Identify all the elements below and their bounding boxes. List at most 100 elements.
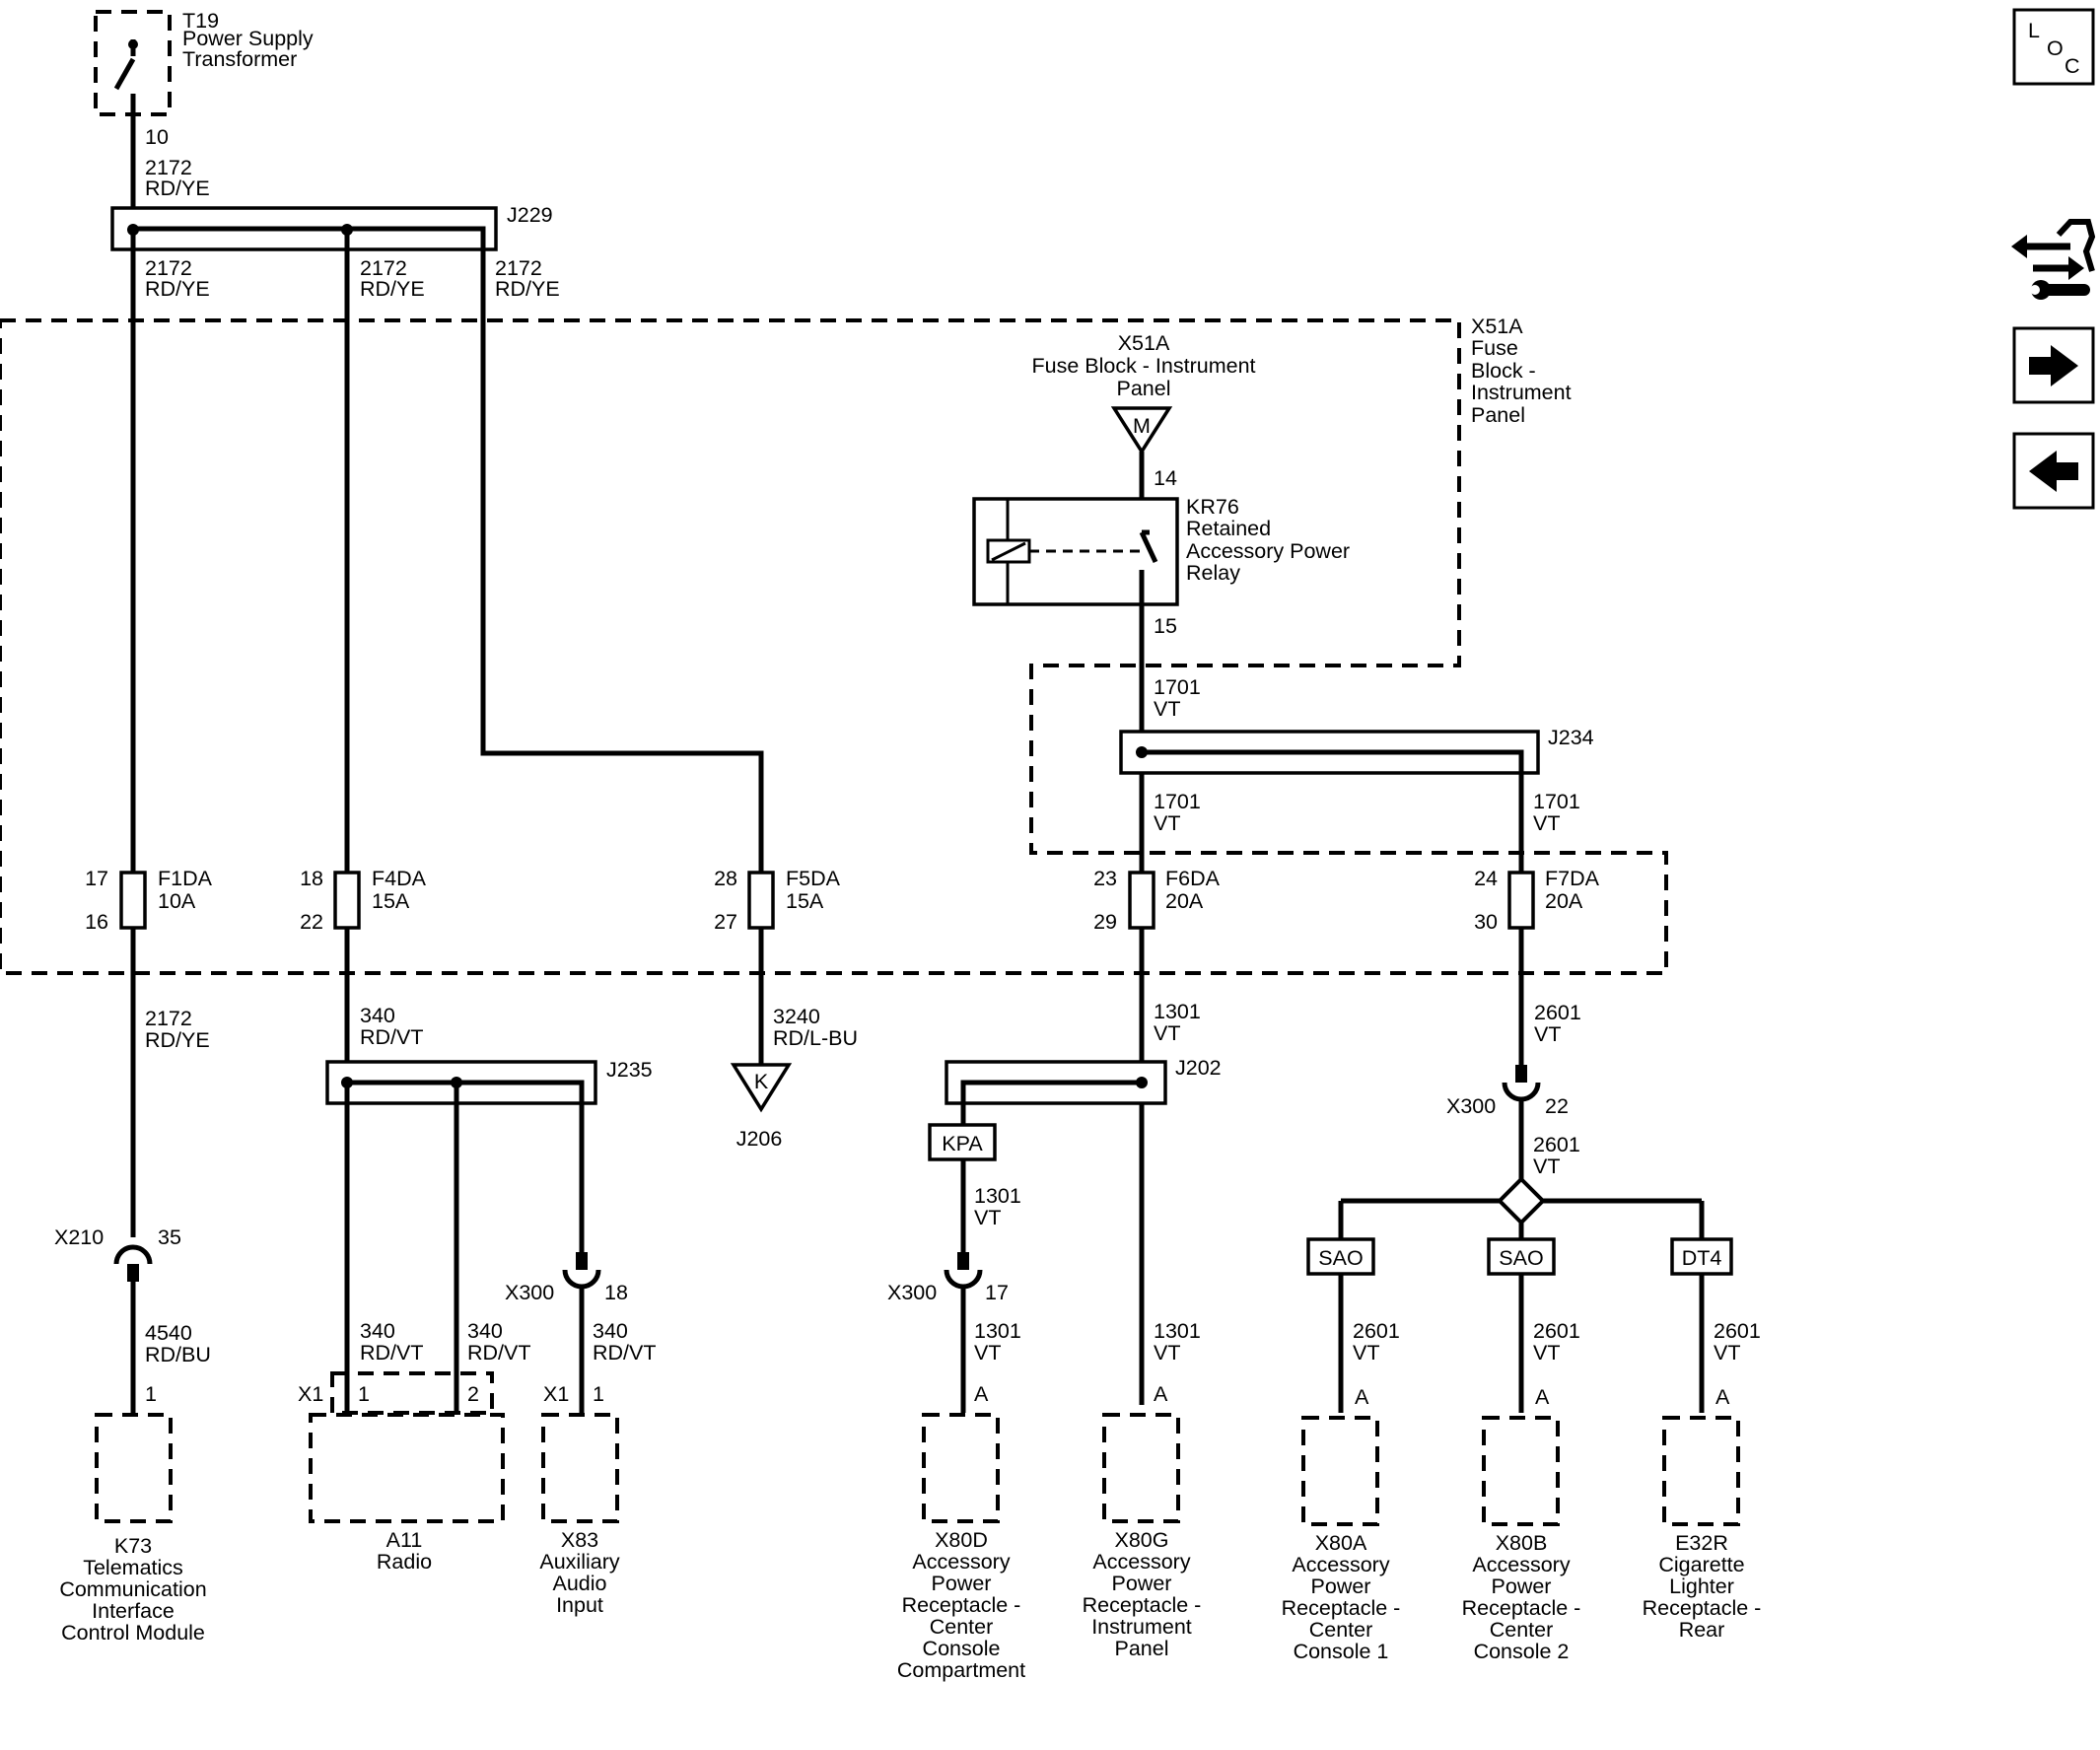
wire-top-circuit: 2172: [145, 156, 192, 179]
wrench-arrows-button[interactable]: [2011, 219, 2096, 300]
x51a-side-1: Fuse: [1471, 336, 1518, 360]
x300-rear-pin: 22: [1545, 1094, 1569, 1118]
x80a-pin: A: [1355, 1385, 1369, 1409]
kr76-ref: KR76: [1186, 495, 1239, 519]
fuse-f1da-pin-top: 17: [85, 867, 108, 890]
k73-pin: 1: [145, 1382, 157, 1406]
x80d-name-4: Receptacle -: [902, 1593, 1021, 1617]
x80a-name-6: Console 1: [1294, 1640, 1389, 1663]
x300-aux-pin: 18: [604, 1281, 628, 1304]
f5da-out-circuit: 3240: [773, 1005, 820, 1028]
fuse-f7da-amp: 20A: [1545, 889, 1583, 913]
j229-label: J229: [507, 203, 553, 227]
e32r-name-3: Lighter: [1669, 1575, 1734, 1598]
x210-pin: 35: [158, 1225, 181, 1249]
component-x80g: [1102, 1413, 1180, 1523]
x80b-name-5: Center: [1490, 1618, 1554, 1642]
component-x80d: [922, 1413, 1000, 1523]
next-button[interactable]: [2012, 326, 2095, 404]
fuse-f4da: 18 22 F4DA 15A: [300, 867, 427, 934]
x80b-wire-circuit: 2601: [1533, 1319, 1580, 1343]
connector-k-name: J206: [736, 1127, 783, 1151]
x80a-wire-color: VT: [1353, 1341, 1379, 1365]
j234-splice: J234: [1119, 726, 1594, 775]
inline-connector-x300-cc: X300 17: [887, 1252, 1009, 1304]
loc-l: L: [2028, 19, 2040, 42]
x51a-side-2: Block -: [1471, 359, 1536, 383]
e32r-name-5: Rear: [1679, 1618, 1725, 1642]
f1da-out-circuit: 2172: [145, 1007, 192, 1030]
inline-connector-x300-aux: X300 18: [505, 1252, 628, 1304]
x80d-wire-circuit: 1301: [974, 1319, 1021, 1343]
k73-name-1: K73: [114, 1534, 152, 1558]
x80a-wire-circuit: 2601: [1353, 1319, 1400, 1343]
kr76-pin-15: 15: [1154, 614, 1177, 638]
k73-name-2: Telematics: [83, 1556, 183, 1579]
connector-m-label: M: [1133, 414, 1151, 438]
fuse-f5da-pin-top: 28: [714, 867, 737, 890]
j234-wire1-color: VT: [1154, 811, 1180, 835]
x51a-side-ref: X51A: [1471, 315, 1523, 338]
f1da-out-color: RD/YE: [145, 1028, 210, 1052]
x80a-name-3: Power: [1311, 1575, 1371, 1598]
t19-label-1: Power Supply: [182, 27, 314, 50]
a11-pin-1: 1: [358, 1382, 370, 1406]
x51a-name2: Panel: [1117, 377, 1171, 400]
r22-wire-circuit: 2601: [1533, 1133, 1580, 1156]
x80g-wire-color: VT: [1154, 1341, 1180, 1365]
j235-label: J235: [606, 1058, 653, 1082]
j229-wire2-color: RD/YE: [360, 277, 425, 301]
fuse-f6da-pin-top: 23: [1093, 867, 1117, 890]
f7da-out-color: VT: [1534, 1022, 1561, 1046]
fuse-f5da-pin-bottom: 27: [714, 910, 737, 934]
a11-pin-2: 2: [467, 1382, 479, 1406]
r22-wire-color: VT: [1533, 1155, 1560, 1178]
loc-button[interactable]: L O C: [2012, 8, 2095, 86]
a11b-wire-color: RD/VT: [467, 1341, 531, 1365]
x80g-pin: A: [1154, 1382, 1168, 1406]
a11-name-1: A11: [386, 1528, 423, 1552]
k73-name-5: Control Module: [61, 1621, 205, 1645]
x80d-name-6: Console: [923, 1637, 1001, 1660]
fuse-f1da-pin-bottom: 16: [85, 910, 108, 934]
x80g-name-3: Power: [1112, 1572, 1172, 1595]
e32r-wire-color: VT: [1714, 1341, 1740, 1365]
x300-aux-ref: X300: [505, 1281, 554, 1304]
e32r-name-2: Cigarette: [1658, 1553, 1744, 1576]
j229-splice: J229: [110, 203, 553, 251]
dt4-label: DT4: [1682, 1246, 1722, 1270]
e32r-name-1: E32R: [1675, 1531, 1728, 1555]
x80a-name-2: Accessory: [1292, 1553, 1389, 1576]
kpa-wire-circuit: 1301: [974, 1184, 1021, 1208]
x83-connector: X1: [543, 1382, 569, 1406]
j234-label: J234: [1548, 726, 1594, 749]
component-x80a: [1301, 1416, 1379, 1526]
x80b-wire-color: VT: [1533, 1341, 1560, 1365]
fuse-f4da-name: F4DA: [372, 867, 427, 890]
x80g-wire-circuit: 1301: [1154, 1319, 1201, 1343]
j229-wire1-circuit: 2172: [145, 256, 192, 280]
fuse-f6da: 23 29 F6DA 20A: [1093, 867, 1221, 934]
f4da-out-circuit: 340: [360, 1004, 395, 1027]
connector-k: [730, 1063, 793, 1113]
previous-button[interactable]: [2012, 432, 2095, 510]
component-e32r: [1662, 1416, 1740, 1526]
k73-name-4: Interface: [92, 1599, 175, 1623]
fuse-f5da: 28 27 F5DA 15A: [714, 867, 841, 934]
x80b-name-6: Console 2: [1474, 1640, 1570, 1663]
x80d-name-7: Compartment: [897, 1658, 1025, 1682]
x80a-name-5: Center: [1309, 1618, 1373, 1642]
x80g-name-5: Instrument: [1091, 1615, 1192, 1639]
fuse-f1da-name: F1DA: [158, 867, 213, 890]
inline-connector-x300-rear: X300 22: [1446, 1065, 1569, 1118]
kpa-box: [928, 1123, 997, 1161]
f6da-out-circuit: 1301: [1154, 1000, 1201, 1023]
x83-name-3: Audio: [553, 1572, 607, 1595]
x80d-name-1: X80D: [935, 1528, 988, 1552]
a11-connector: X1: [298, 1382, 323, 1406]
a11b-wire-circuit: 340: [467, 1319, 503, 1343]
kpa-label: KPA: [942, 1132, 983, 1155]
a11a-wire-circuit: 340: [360, 1319, 395, 1343]
k73-wire-circuit: 4540: [145, 1321, 192, 1345]
